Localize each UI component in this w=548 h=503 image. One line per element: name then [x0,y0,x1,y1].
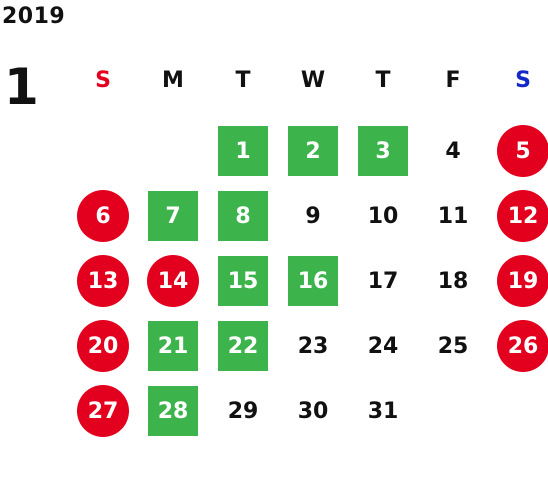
day-17: 17 [367,268,399,294]
day-19: 19 [497,255,548,307]
day-4: 4 [445,138,461,164]
day-15: 15 [218,256,268,306]
day-6: 6 [77,190,129,242]
weekday-header-tuesday: T [235,68,251,93]
calendar-cell: 14 [138,254,208,308]
day-25: 25 [437,333,469,359]
calendar-cell: 18 [418,254,488,308]
weekday-header-monday: M [162,68,184,93]
calendar-cell: 16 [278,254,348,308]
day-3: 3 [358,126,408,176]
calendar-cell: 3 [348,124,418,178]
day-13: 13 [77,255,129,307]
weekday-header-saturday: S [515,68,531,93]
calendar-cell: 7 [138,189,208,243]
day-23: 23 [297,333,329,359]
weekday-header-sunday: S [95,68,111,93]
calendar-cell [418,384,488,438]
calendar-cell: 30 [278,384,348,438]
day-11: 11 [437,203,469,229]
day-12: 12 [497,190,548,242]
calendar-cell: 26 [488,319,548,373]
calendar-cell: 1 [208,124,278,178]
calendar-cell: 31 [348,384,418,438]
year-label: 2019 [2,4,66,29]
month-number: 1 [4,58,39,116]
calendar-cell: 5 [488,124,548,178]
calendar-cell: 6 [68,189,138,243]
day-29: 29 [227,398,259,424]
day-18: 18 [437,268,469,294]
day-20: 20 [77,320,129,372]
calendar-cell: 13 [68,254,138,308]
day-28: 28 [148,386,198,436]
calendar-cell [138,124,208,178]
calendar-cell: 28 [138,384,208,438]
day-30: 30 [297,398,329,424]
day-2: 2 [288,126,338,176]
calendar-cell [68,124,138,178]
day-1: 1 [218,126,268,176]
weekday-header-wednesday: W [300,68,326,93]
day-26: 26 [497,320,548,372]
calendar-cell: 20 [68,319,138,373]
weekday-header-thursday: T [375,68,391,93]
day-24: 24 [367,333,399,359]
day-10: 10 [367,203,399,229]
calendar-cell: 25 [418,319,488,373]
calendar-cell: 2 [278,124,348,178]
calendar-cell: 17 [348,254,418,308]
calendar-cell: 22 [208,319,278,373]
calendar-cell: 21 [138,319,208,373]
calendar-cell: 27 [68,384,138,438]
day-27: 27 [77,385,129,437]
weekday-header-friday: F [445,68,461,93]
calendar-cell: 19 [488,254,548,308]
calendar-cell: 24 [348,319,418,373]
day-5: 5 [497,125,548,177]
calendar-cell: 8 [208,189,278,243]
day-7: 7 [148,191,198,241]
calendar-cell: 9 [278,189,348,243]
calendar-cell: 29 [208,384,278,438]
day-8: 8 [218,191,268,241]
calendar-cell: 15 [208,254,278,308]
calendar-cell: 11 [418,189,488,243]
day-9: 9 [305,203,321,229]
calendar-cell: 23 [278,319,348,373]
day-31: 31 [367,398,399,424]
calendar-cell: 4 [418,124,488,178]
calendar-cell: 10 [348,189,418,243]
day-14: 14 [147,255,199,307]
calendar-cell: 12 [488,189,548,243]
day-16: 16 [288,256,338,306]
calendar-cell [488,384,548,438]
day-21: 21 [148,321,198,371]
day-22: 22 [218,321,268,371]
